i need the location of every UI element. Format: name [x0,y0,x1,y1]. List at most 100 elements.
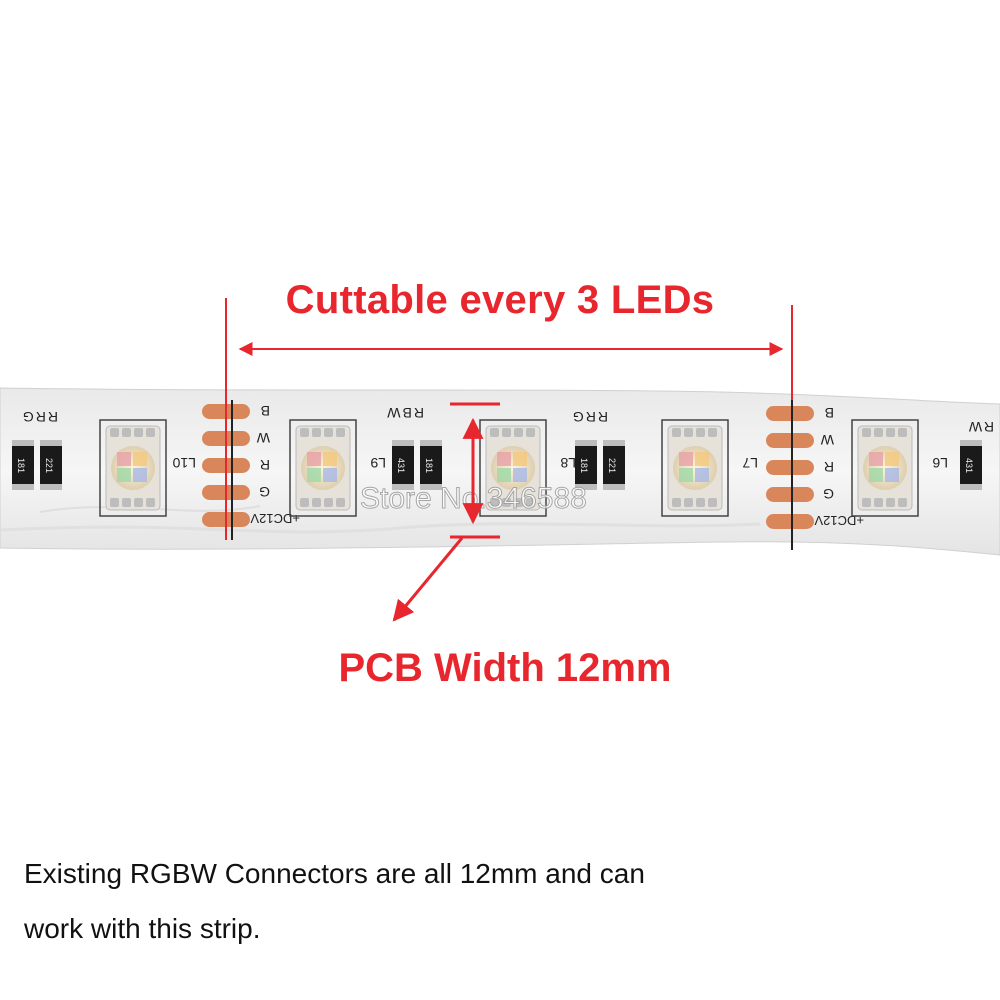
resistor-code: 221 [607,458,617,473]
resistor [603,440,625,490]
led-die [869,452,883,466]
pad-label: W [820,432,834,448]
led-contact [490,428,499,437]
led-contact [886,428,895,437]
led-contact [110,428,119,437]
copper-pad [766,487,814,502]
led-contact [324,498,333,507]
led-contact [336,428,345,437]
resistor-terminal [392,484,414,490]
led-contact [134,428,143,437]
led-contact [146,498,155,507]
led-die [117,468,131,482]
led-die [695,452,709,466]
led-die [513,468,527,482]
led-outline [661,419,729,517]
pad-label: R [260,457,270,473]
resistor-terminal [12,440,34,446]
led-contact [134,498,143,507]
led-contact [514,498,523,507]
led-contact [336,498,345,507]
resistor-terminal [960,440,982,446]
led-contact [490,498,499,507]
led-contact [324,428,333,437]
led-contact [312,428,321,437]
copper-pad [766,406,814,421]
led-label: L8 [560,455,576,471]
led-contact [300,498,309,507]
resistor-terminal [575,440,597,446]
resistor [575,440,597,490]
channel-label: RRG [21,409,58,425]
led-die [133,452,147,466]
led-contact [526,498,535,507]
led-contact [696,498,705,507]
led-die [885,452,899,466]
resistor-code: 221 [44,458,54,473]
resistor-terminal [392,440,414,446]
caption-line-1: Existing RGBW Connectors are all 12mm an… [24,858,645,889]
resistor-code: 181 [16,458,26,473]
led-contact [708,498,717,507]
pad-label: W [256,430,270,446]
resistor [960,440,982,490]
led-outline [289,419,357,517]
pad-label: G [823,486,834,502]
resistor [392,440,414,490]
led-contact [886,498,895,507]
resistor-terminal [575,484,597,490]
led-contact [708,428,717,437]
led-contact [110,498,119,507]
led-label: L10 [172,455,196,471]
led-outline [99,419,167,517]
pointer-arrow [392,537,464,622]
led-contact [502,498,511,507]
led-die [307,452,321,466]
resistor-code: 181 [579,458,589,473]
led-die [117,452,131,466]
led-contact [898,428,907,437]
pcb-width-label: PCB Width 12mm [338,646,672,690]
led-outline [851,419,919,517]
led-contact [514,428,523,437]
resistor-terminal [40,440,62,446]
channel-label: RW [967,419,994,435]
led-die [307,468,321,482]
led-contact [874,498,883,507]
led-die [869,468,883,482]
led-die [323,468,337,482]
led-die [513,452,527,466]
resistor-code: 181 [424,458,434,473]
resistor-terminal [12,484,34,490]
resistor [420,440,442,490]
resistor-terminal [40,484,62,490]
caption-line-2: work with this strip. [24,913,261,944]
led-contact [862,498,871,507]
copper-pad [766,514,814,529]
resistor-code: 431 [396,458,406,473]
led-label: L7 [742,455,758,471]
cut-interval-label: Cuttable every 3 LEDs [285,278,715,322]
pad-label: B [825,405,834,421]
led-contact [684,428,693,437]
led-contact [502,428,511,437]
led-die [679,468,693,482]
led-die [323,452,337,466]
led-contact [122,428,131,437]
copper-pad [766,433,814,448]
pad-label: R [824,459,834,475]
led-contact [874,428,883,437]
channel-label: RRG [571,409,608,425]
led-contact [684,498,693,507]
pad-label: +DC12V [250,511,300,526]
led-die [497,452,511,466]
led-contact [122,498,131,507]
led-label: L9 [370,455,386,471]
channel-label: RBW [385,405,424,421]
led-die [885,468,899,482]
resistor-code: 431 [964,458,974,473]
pad-label: B [261,403,270,419]
led-label: L6 [932,455,948,471]
pad-label: G [259,484,270,500]
